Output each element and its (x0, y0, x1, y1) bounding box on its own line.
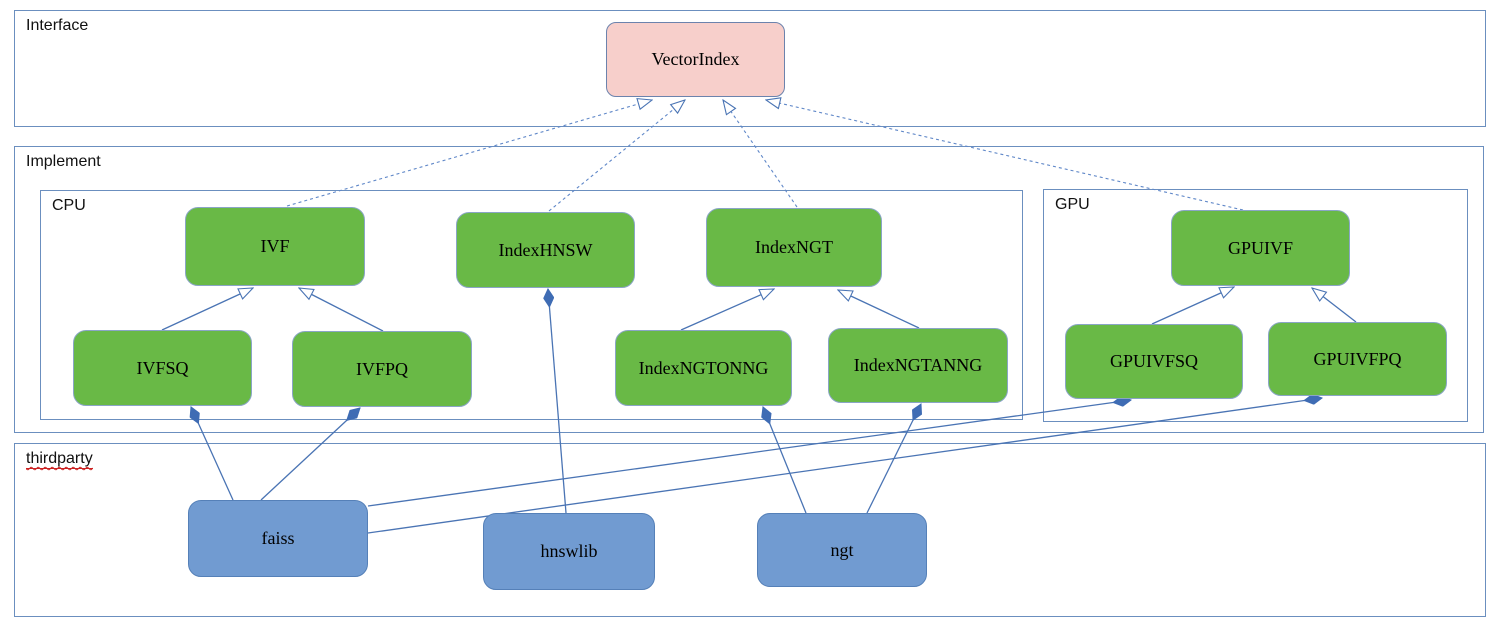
node-gpuivfpq-label: GPUIVFPQ (1313, 348, 1402, 369)
node-ivfpq-label: IVFPQ (355, 358, 408, 379)
node-hnswlib: hnswlib (483, 513, 655, 590)
node-indexngt-label: IndexNGT (755, 237, 833, 257)
node-ivfsq-label: IVFSQ (136, 357, 189, 378)
node-ivf-label: IVF (260, 236, 290, 256)
node-faiss: faiss (188, 500, 368, 577)
node-gpuivfsq-label: GPUIVFSQ (1109, 351, 1199, 371)
node-gpuivf-label: GPUIVF (1227, 237, 1293, 258)
node-vectorindex-label: VectorIndex (651, 49, 740, 69)
node-ivfsq: IVFSQ (73, 330, 252, 406)
node-ngt: ngt (757, 513, 927, 587)
node-ivfpq: IVFPQ (292, 331, 472, 407)
node-indexngtonng-label: IndexNGTONNG (638, 357, 769, 378)
node-indexngt: IndexNGT (706, 208, 882, 287)
node-indexngtanng: IndexNGTANNG (828, 328, 1008, 403)
node-vectorindex: VectorIndex (606, 22, 785, 97)
node-gpuivfsq: GPUIVFSQ (1065, 324, 1243, 399)
node-gpuivf: GPUIVF (1171, 210, 1350, 286)
node-faiss-label: faiss (261, 528, 295, 548)
node-indexhnsw-label: IndexHNSW (498, 239, 593, 260)
container-thirdparty-label: thirdparty (26, 450, 93, 469)
node-indexngtonng: IndexNGTONNG (615, 330, 792, 406)
node-ivf: IVF (185, 207, 365, 286)
node-indexhnsw: IndexHNSW (456, 212, 635, 288)
container-gpu-label: GPU (1055, 196, 1090, 213)
container-implement-label: Implement (26, 153, 101, 170)
container-interface-label: Interface (26, 17, 89, 34)
node-gpuivfpq: GPUIVFPQ (1268, 322, 1447, 396)
node-hnswlib-label: hnswlib (540, 541, 598, 561)
node-indexngtanng-label: IndexNGTANNG (853, 355, 983, 375)
container-cpu-label: CPU (52, 197, 86, 214)
node-ngt-label: ngt (830, 539, 854, 560)
